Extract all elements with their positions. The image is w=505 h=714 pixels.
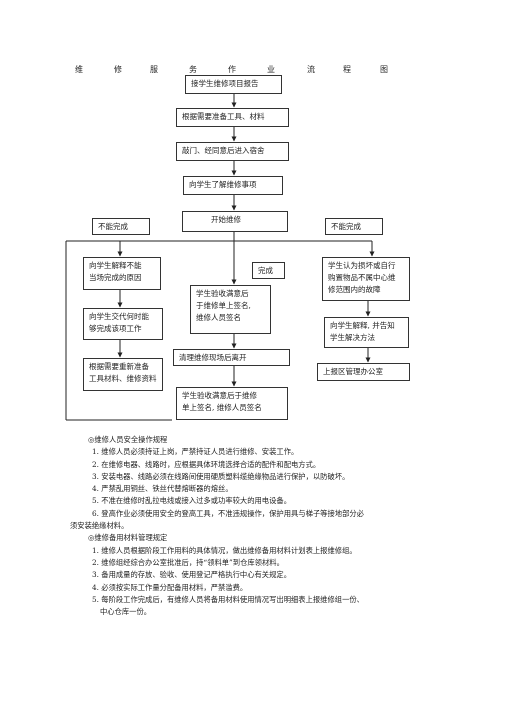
right-explain-solution: 向学生解释, 并告知 学生解决方法: [324, 317, 409, 348]
center-clean-leave: 清理维修现场后离开: [173, 349, 290, 366]
page-title: 维 修 服 务 作 业 流 程 图: [0, 64, 505, 78]
step-understand-issue: 向学生了解维修事项: [183, 176, 283, 195]
list-item: 2. 在维修电器、线路时，应根据具体环境选择合适的配件和配电方式。: [92, 459, 321, 469]
center-final-signs: 学生验收满意后于维修 单上签名, 维修人员签名: [176, 387, 288, 420]
list-item: 1. 维修人员必须持证上岗，严禁持证人员进行维修、安装工作。: [92, 447, 299, 457]
list-item: 6. 登高作业必须使用安全的登高工具，不准违规操作，保护用具与梯子等接地部分必: [92, 508, 364, 518]
right-out-of-scope: 学生认为损坏或自行 购置物品不属中心维 修范围内的故障: [322, 257, 410, 301]
step-start-repair: 开始维修: [182, 211, 288, 232]
list-item: 4. 必须按实际工作量分配备用材料，严禁滥费。: [92, 582, 248, 592]
list-item: 3. 备用成量的存放、验收、使用登记严格执行中心有关规定。: [92, 570, 291, 580]
rules-text: ◎维修人员安全操作规程 1. 维修人员必须持证上岗，严禁持证人员进行维修、安装工…: [70, 434, 438, 618]
title-char: 业: [267, 65, 275, 74]
list-item: 1. 维修人员根据阶段工作用料的具体情况，做出维修备用材料计划表上报维修组。: [92, 545, 357, 555]
step-receive-report: 接学生维修项目报告: [185, 75, 282, 94]
left-reprepare: 根据需要重新准备 工具材料、维修资料: [83, 358, 163, 391]
section-title-materials: ◎维修备用材料管理规定: [88, 533, 168, 543]
list-item: 5. 不准在维修时乱拉电线或接入过多或功率较大的用电设备。: [92, 496, 291, 506]
right-report-office: 上报区管理办公室: [317, 363, 410, 381]
list-item: 5. 每阶段工作完成后，有维修人员将备用材料使用情况写出明细表上报维修组一份、: [92, 594, 364, 604]
title-char: 作: [228, 65, 236, 74]
title-char: 流: [307, 65, 315, 74]
step-enter-dorm: 敲门、经同意后进入宿舍: [176, 142, 289, 161]
list-item-continuation: 须安装绝缘材料。: [70, 521, 129, 531]
list-item: 4. 严禁乱用铜丝、铁丝代替熔断器的熔丝。: [92, 484, 233, 494]
label-cannot-complete-left: 不能完成: [92, 218, 150, 235]
title-char: 维: [75, 65, 83, 74]
list-item: 2. 维修组经综合办公室批准后，持“领料单”到仓库领材料。: [92, 557, 284, 567]
left-promise-time: 向学生交代何时能 够完成该项工作: [83, 308, 163, 340]
label-completed: 完成: [252, 262, 285, 279]
title-char: 务: [189, 65, 197, 74]
list-item-continuation: 中心仓库一份。: [100, 607, 152, 617]
title-char: 程: [343, 65, 351, 74]
list-item: 3. 安装电器、线路必须在线路间使用硬质塑料缆绝缘物品进行保护，以防破坏。: [92, 471, 350, 481]
title-char: 服: [150, 65, 158, 74]
title-char: 修: [114, 65, 122, 74]
section-title-safety: ◎维修人员安全操作规程: [88, 435, 168, 444]
title-char: 图: [380, 65, 388, 74]
label-cannot-complete-right: 不能完成: [325, 218, 383, 235]
left-explain-reason: 向学生解释不能 当场完成的原因: [83, 257, 161, 290]
center-student-signs: 学生验收满意后 于维修单上签名, 维修人员签名: [190, 285, 271, 334]
step-prepare-tools: 根据需要准备工具、材料: [176, 108, 289, 127]
flow-connectors: [65, 94, 375, 421]
